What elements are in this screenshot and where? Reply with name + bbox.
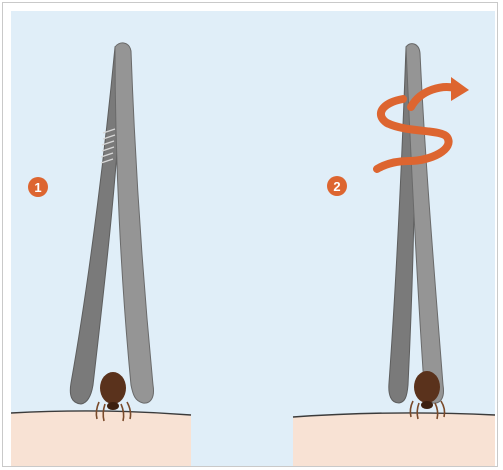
step-1-badge: 1 <box>28 177 48 197</box>
skin-surface-right <box>293 413 495 466</box>
tick-removal-illustration: 1 <box>11 11 495 466</box>
skin-surface-left <box>11 411 191 466</box>
figure-frame: 1 <box>2 2 498 467</box>
step-1-number: 1 <box>34 180 41 195</box>
step-2-number: 2 <box>333 179 340 194</box>
step-2-badge: 2 <box>327 176 347 196</box>
